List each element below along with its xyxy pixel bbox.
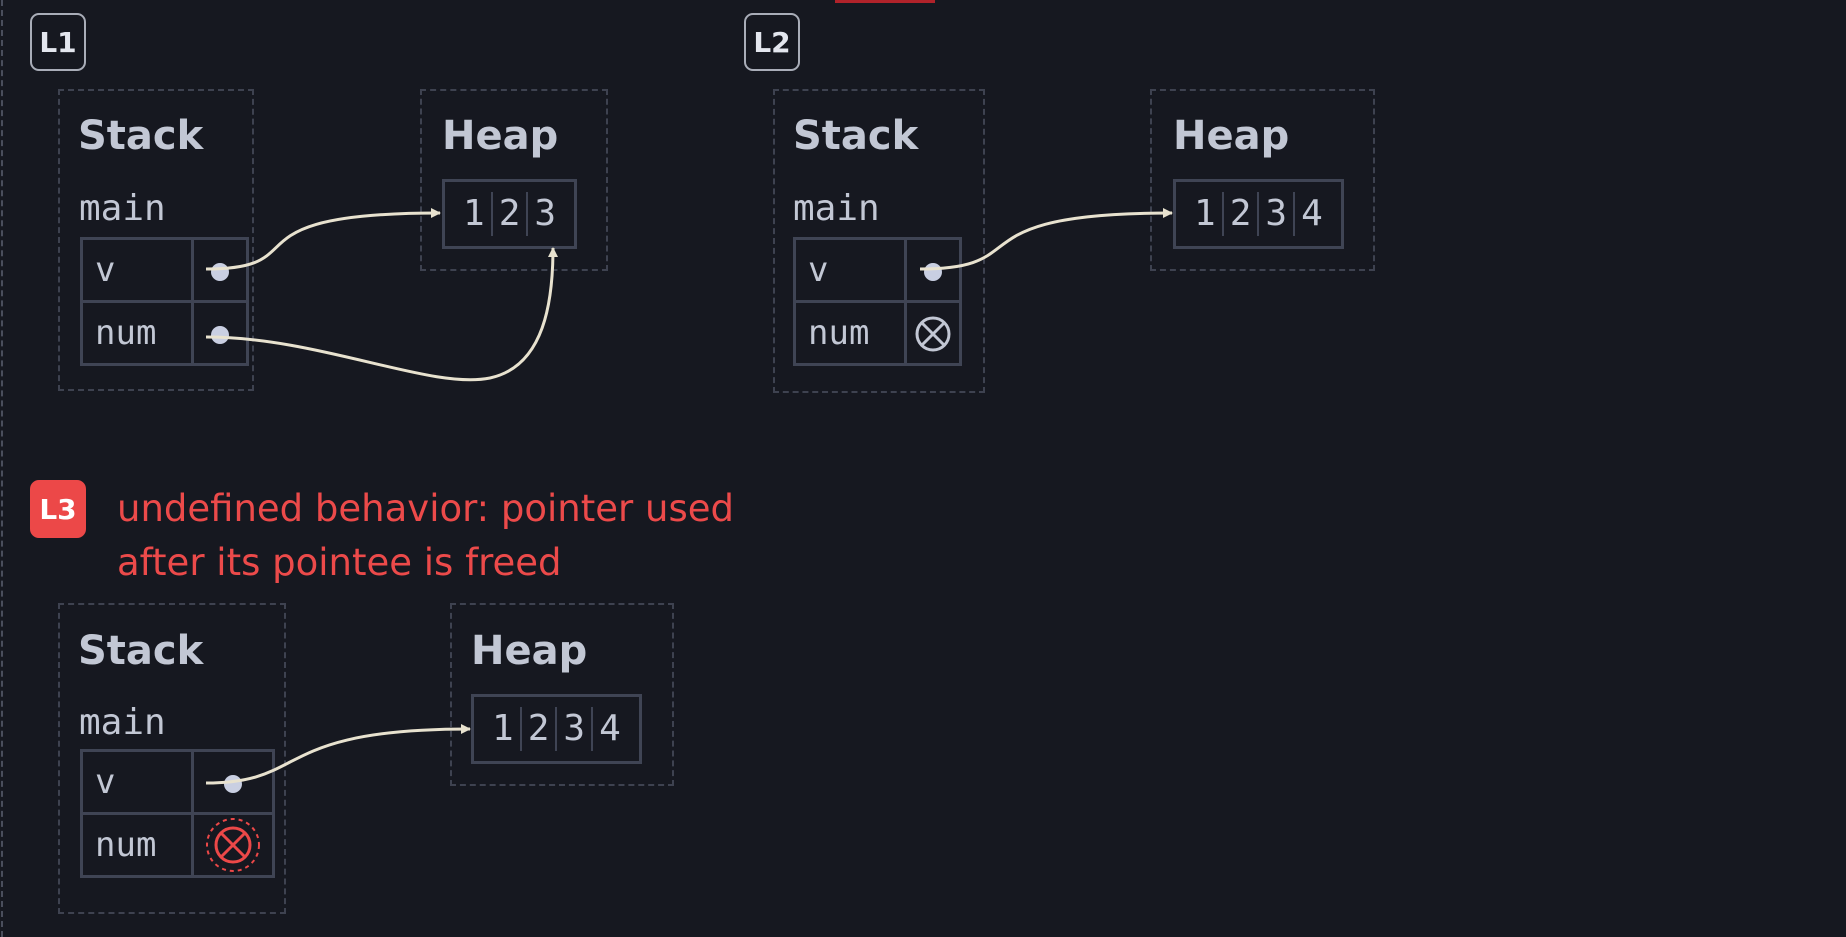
function-name-l3: main <box>79 702 166 743</box>
step-label-l2: L2 <box>744 13 800 71</box>
heap-frame-l2 <box>1150 89 1375 271</box>
variable-value <box>904 300 962 366</box>
table-row: v <box>793 237 962 303</box>
heap-title-l1: Heap <box>442 113 559 159</box>
pointer-dot-icon <box>924 262 942 281</box>
stack-title-l2: Stack <box>793 113 919 159</box>
left-divider <box>1 0 3 937</box>
heap-cell: 4 <box>1293 192 1329 236</box>
heap-cell: 1 <box>492 708 514 749</box>
pointer-arrow-l3-v <box>205 724 471 785</box>
heap-cell: 3 <box>555 707 591 751</box>
table-row: v <box>80 749 275 815</box>
heap-cell: 4 <box>591 707 627 751</box>
heap-array-l2: 1 2 3 4 <box>1173 179 1344 249</box>
pointer-arrow-l2-v <box>919 208 1173 271</box>
step-label-l1: L1 <box>30 13 86 71</box>
function-name-l1: main <box>79 188 166 229</box>
pointer-arrow-l1-num <box>205 247 558 382</box>
table-row: num <box>80 812 275 878</box>
step-label-l3: L3 <box>30 480 86 538</box>
error-message-line: undefined behavior: pointer used <box>117 487 734 530</box>
heap-array-l3: 1 2 3 4 <box>471 694 642 764</box>
invalid-pointer-icon <box>206 818 260 872</box>
stack-title-l1: Stack <box>78 113 204 159</box>
variable-name: v <box>80 749 194 815</box>
variable-name: num <box>793 300 907 366</box>
heap-cell: 2 <box>1221 192 1258 236</box>
variable-name: num <box>80 812 194 878</box>
function-name-l2: main <box>793 188 880 229</box>
heap-cell: 3 <box>526 192 562 236</box>
variable-value <box>191 300 249 366</box>
heap-frame-l3 <box>450 603 674 786</box>
variables-table-l3: v num <box>80 749 275 878</box>
heap-frame-l1 <box>420 89 608 271</box>
heap-cell: 2 <box>519 707 556 751</box>
error-message: undefined behavior: pointer used after i… <box>117 482 797 590</box>
null-pointer-icon <box>915 316 951 352</box>
heap-cell: 3 <box>1257 192 1293 236</box>
variable-name: num <box>80 300 194 366</box>
pointer-arrow-l1-v <box>205 208 441 271</box>
heap-cell: 2 <box>490 192 527 236</box>
top-highlight-bar <box>835 0 935 3</box>
pointer-dot-icon <box>224 774 242 793</box>
variables-table-l2: v num <box>793 237 962 366</box>
heap-title-l2: Heap <box>1173 113 1290 159</box>
variable-name: v <box>80 237 194 303</box>
stack-frame-l2 <box>773 89 985 393</box>
error-message-line: after its pointee is freed <box>117 541 562 584</box>
stack-frame-l3 <box>58 603 286 914</box>
table-row: num <box>793 300 962 366</box>
stack-frame-l1 <box>58 89 254 391</box>
table-row: num <box>80 300 249 366</box>
stack-title-l3: Stack <box>78 628 204 674</box>
variable-value <box>191 812 275 878</box>
variables-table-l1: v num <box>80 237 249 366</box>
heap-cell: 1 <box>463 193 485 234</box>
heap-array-l1: 1 2 3 <box>442 179 578 249</box>
pointer-dot-icon <box>211 325 229 344</box>
variable-name: v <box>793 237 907 303</box>
heap-title-l3: Heap <box>471 628 588 674</box>
heap-cell: 1 <box>1194 193 1216 234</box>
